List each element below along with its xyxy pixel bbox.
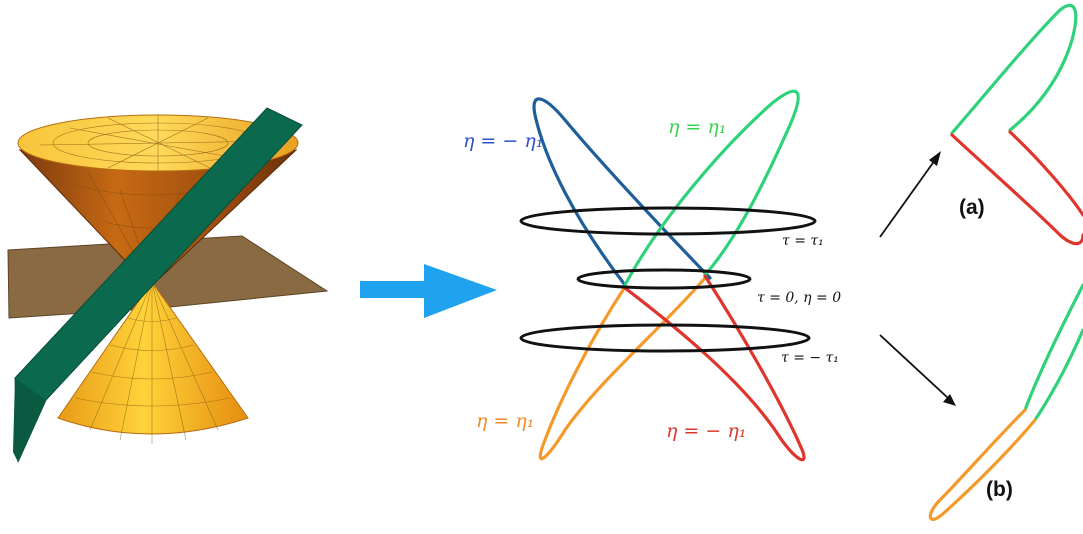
panel-b-orange <box>928 408 1037 521</box>
label-tau-zero: τ = 0, η = 0 <box>757 290 841 306</box>
lower-cone <box>57 281 249 435</box>
panel-a-red <box>950 130 1083 246</box>
panel-b-green <box>1023 283 1083 422</box>
label-eta-minus-eta1-bottom: η = − η₁ <box>666 420 746 442</box>
blue-branch-outer <box>532 97 712 287</box>
label-tau-bottom: τ = − τ₁ <box>781 350 839 366</box>
lower-cone-grid <box>74 281 231 444</box>
label-eta-eta1-top: η = η₁ <box>668 116 726 138</box>
middle-curve-diagram <box>519 89 817 462</box>
label-eta-eta1-bottom: η = η₁ <box>476 410 534 432</box>
label-eta-minus-eta1-top: η = − η₁ <box>463 130 543 152</box>
orange-branch <box>538 276 707 461</box>
red-branch <box>623 274 806 462</box>
right-arrow-icon <box>360 264 497 318</box>
ring-tau-bottom <box>519 323 811 353</box>
diagonal-plane-edge <box>13 378 46 462</box>
ring-tau-zero <box>576 268 752 290</box>
panel-a-green <box>950 3 1078 135</box>
diagonal-down-arrow-icon <box>879 334 956 406</box>
label-panel-b: (b) <box>986 478 1013 501</box>
ring-tau-top <box>519 206 817 236</box>
label-panel-a: (a) <box>959 196 985 219</box>
panel-b-curve <box>928 283 1083 521</box>
panel-a-curve <box>950 3 1083 246</box>
horizontal-plane <box>7 235 329 319</box>
green-branch <box>623 89 800 287</box>
diagonal-up-arrow-icon <box>879 151 941 238</box>
label-tau-top: τ = τ₁ <box>782 233 824 249</box>
double-cone-illustration <box>7 107 329 463</box>
